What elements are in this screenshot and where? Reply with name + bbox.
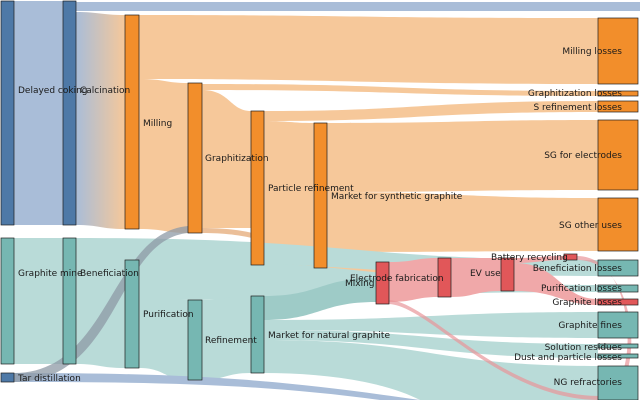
node-ng-refractories[interactable] — [597, 365, 639, 400]
flow-coking-calcination — [14, 1, 63, 225]
flow-market-natural-refractories — [264, 340, 598, 400]
label-dust-particle-losses: Dust and particle losses — [514, 353, 622, 363]
node-graphitization-losses[interactable] — [597, 90, 639, 97]
label-delayed-coking: Delayed coking — [18, 86, 88, 96]
label-graphite-fines: Graphite fines — [558, 321, 622, 331]
node-sg-for-electrodes[interactable] — [597, 119, 639, 191]
label-mixing: Mixing — [345, 279, 375, 289]
node-s-refinement-losses[interactable] — [597, 100, 639, 113]
node-graphitization[interactable] — [187, 82, 203, 234]
label-s-refinement-losses: S refinement losses — [533, 103, 622, 113]
flow-electrode-ev — [451, 258, 501, 297]
label-electrode-fabrication: Electrode fabrication — [350, 274, 444, 284]
label-graphitization: Graphitization — [205, 154, 269, 164]
label-beneficiation-losses: Beneficiation losses — [533, 264, 623, 274]
flow-milling-milling-losses — [139, 15, 598, 84]
flow-market-natural-mixing — [264, 278, 376, 320]
label-sg-other-uses: SG other uses — [559, 221, 622, 231]
flow-market-sg-other — [327, 192, 598, 252]
node-milling[interactable] — [124, 14, 140, 230]
label-purification: Purification — [143, 310, 194, 320]
label-milling-losses: Milling losses — [562, 47, 622, 57]
node-delayed-coking[interactable] — [0, 0, 15, 226]
node-refinement[interactable] — [187, 299, 203, 381]
node-dust-particle-losses[interactable] — [597, 353, 639, 359]
label-purification-losses: Purification losses — [541, 284, 622, 294]
flow-layer — [14, 1, 640, 400]
node-beneficiation-losses[interactable] — [597, 259, 639, 277]
label-sg-for-electrodes: SG for electrodes — [544, 151, 622, 161]
label-solution-residues: Solution residues — [545, 343, 623, 353]
node-particle-refinement[interactable] — [250, 110, 265, 266]
flow-ev-recycling — [514, 256, 564, 263]
label-graphite-losses: Graphite losses — [552, 298, 622, 308]
flow-ev-graphite-losses — [514, 263, 598, 305]
flow-particle-s-losses — [264, 101, 598, 121]
node-graphite-fines[interactable] — [597, 311, 639, 339]
label-layer: Delayed coking Calcination Graphite mine… — [17, 47, 622, 388]
label-milling: Milling — [143, 119, 172, 129]
node-market-synthetic[interactable] — [313, 122, 328, 269]
label-beneficiation: Beneficiation — [80, 269, 139, 279]
node-graphite-mine[interactable] — [0, 237, 15, 365]
node-milling-losses[interactable] — [597, 17, 639, 85]
label-calcination: Calcination — [80, 86, 130, 96]
flow-tar-bottom — [14, 373, 420, 400]
node-sg-other-uses[interactable] — [597, 197, 639, 252]
flow-purification-refinement — [139, 300, 188, 380]
label-market-synthetic: Market for synthetic graphite — [331, 192, 463, 202]
node-calcination[interactable] — [62, 0, 77, 226]
flow-mixing-electrode — [389, 258, 438, 302]
flow-market-natural-fines — [264, 312, 598, 338]
label-tar-distillation: Tar distillation — [17, 374, 81, 384]
label-battery-recycling: Battery recycling — [491, 253, 568, 263]
node-graphite-losses[interactable] — [597, 298, 639, 306]
flow-particle-market-synthetic — [264, 121, 314, 268]
node-market-natural[interactable] — [250, 295, 265, 374]
node-mixing[interactable] — [375, 261, 390, 305]
flow-graphitization-losses — [202, 84, 598, 96]
flow-calcination-milling — [76, 12, 125, 229]
label-market-natural: Market for natural graphite — [268, 331, 390, 341]
node-solution-residues[interactable] — [597, 343, 639, 349]
node-ev-use[interactable] — [500, 257, 515, 292]
node-beneficiation[interactable] — [62, 237, 77, 365]
label-particle-refinement: Particle refinement — [268, 184, 354, 194]
node-battery-recycling[interactable] — [563, 253, 578, 261]
node-purification[interactable] — [124, 259, 140, 369]
flow-milling-graphitization — [139, 79, 188, 233]
flow-graphitization-particle — [202, 90, 251, 228]
node-tar-distillation[interactable] — [0, 372, 15, 383]
flow-refinement-market-natural — [202, 296, 251, 380]
label-graphite-mine: Graphite mine — [18, 269, 83, 279]
node-purification-losses[interactable] — [597, 284, 639, 293]
flow-band-top-bypass — [76, 2, 640, 11]
flow-mine-beneficiation — [14, 238, 63, 364]
label-refinement: Refinement — [205, 336, 257, 346]
label-graphitization-losses: Graphitization losses — [528, 89, 622, 99]
flow-market-natural-residues — [264, 330, 598, 358]
flow-market-sg-electrodes — [327, 120, 598, 192]
label-ev-use: EV use — [470, 269, 501, 279]
label-ng-refractories: NG refractories — [554, 378, 623, 388]
node-electrode-fabrication[interactable] — [437, 257, 452, 298]
